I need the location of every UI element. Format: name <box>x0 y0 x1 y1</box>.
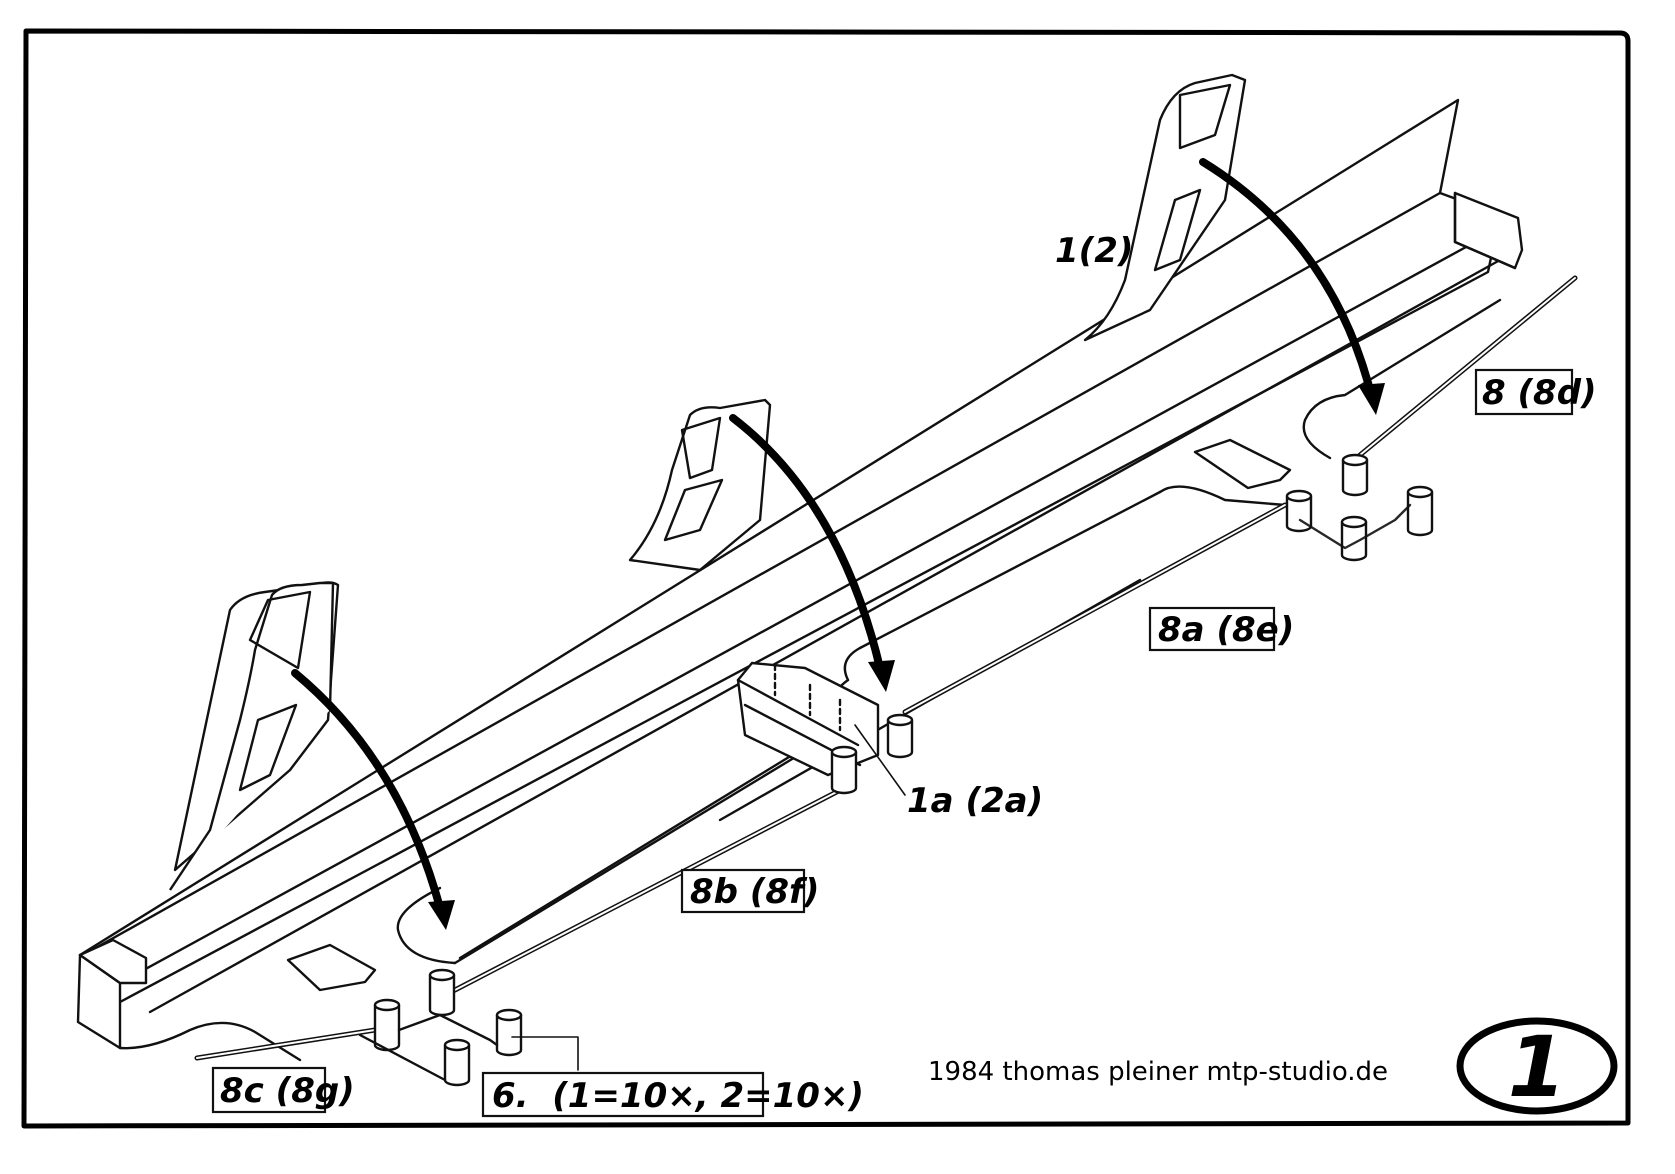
rail-middle-right <box>902 502 1288 715</box>
peg <box>373 998 401 1052</box>
label-pegs-text: 6. (1=10×, 2=10×) <box>492 1076 864 1116</box>
peg <box>1341 453 1369 497</box>
label-pegs: 6. (1=10×, 2=10×) <box>481 1071 864 1118</box>
peg <box>443 1038 471 1087</box>
label-rail-middle-left-text: 8b (8f) <box>690 872 819 912</box>
label-rail-left-text: 8c (8g) <box>220 1071 355 1111</box>
rail-middle-left <box>452 782 853 993</box>
pegs <box>358 453 1434 1087</box>
peg <box>1406 485 1434 537</box>
label-rail-right-text: 8 (8d) <box>1482 373 1597 413</box>
label-middle-bracket: 1a (2a) <box>907 781 1043 821</box>
label-rail-middle-right: 8a (8e) <box>1148 606 1294 652</box>
sheet-frame <box>21 28 1631 1129</box>
label-rail-middle-right-text: 8a (8e) <box>1158 610 1294 650</box>
assembly-arrow-left <box>291 669 455 930</box>
base-plate <box>118 298 1502 1062</box>
assembly-arrow-middle <box>729 414 895 692</box>
credit-text: 1984 thomas pleiner mtp-studio.de <box>928 1057 1388 1087</box>
fin-right <box>1083 73 1247 342</box>
label-rail-right: 8 (8d) <box>1474 368 1597 416</box>
peg <box>830 745 858 795</box>
peg-leader-line <box>511 1036 579 1071</box>
peg <box>886 713 914 759</box>
fin-left <box>169 581 340 891</box>
assembly-arrow-right <box>1199 158 1385 415</box>
label-fin-part: 1(2) <box>1055 231 1133 271</box>
fin-middle <box>628 398 772 572</box>
sheet-number-badge: 1 <box>1456 1017 1618 1116</box>
rail-right <box>1357 275 1578 458</box>
rail-left <box>194 1027 378 1061</box>
sheet-number: 1 <box>1508 1018 1566 1116</box>
peg <box>1340 515 1368 562</box>
label-rail-middle-left: 8b (8f) <box>680 868 819 914</box>
peg <box>495 1008 523 1057</box>
peg <box>428 968 456 1017</box>
label-rail-left: 8c (8g) <box>211 1066 355 1114</box>
